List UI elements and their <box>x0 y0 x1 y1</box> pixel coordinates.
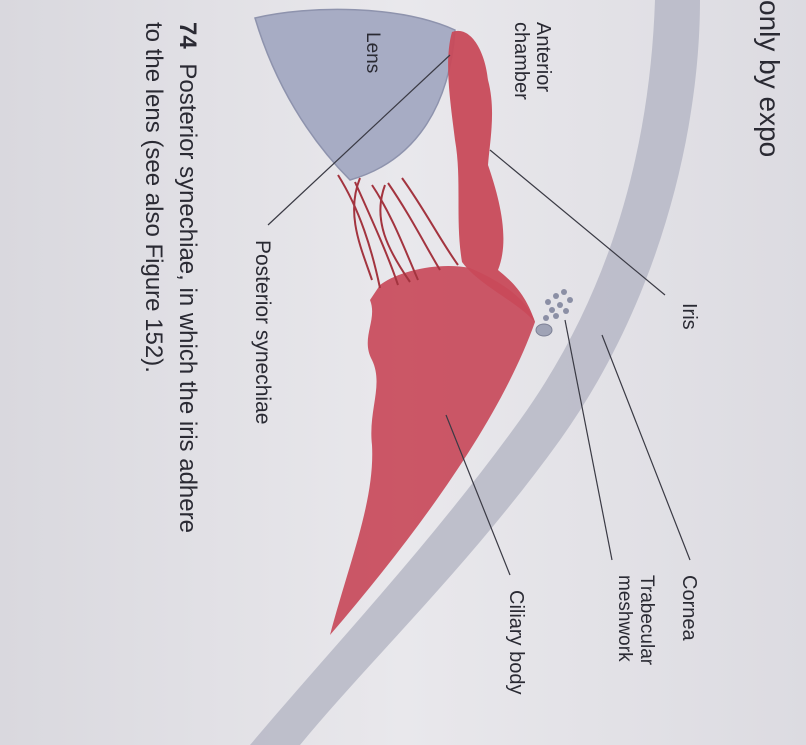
label-iris: Iris <box>678 303 700 330</box>
figure-caption-line2: to the lens (see also Figure 152). <box>140 22 167 373</box>
trabecular-meshwork-dots <box>543 289 573 321</box>
iris-shape <box>448 30 535 322</box>
label-cornea: Cornea <box>678 575 700 641</box>
synechiae-strands <box>337 174 459 289</box>
label-ciliary-body: Ciliary body <box>505 590 527 694</box>
label-anterior-chamber: Anterior chamber <box>510 22 554 100</box>
schlemm-canal <box>535 323 553 337</box>
label-lens: Lens <box>362 32 383 73</box>
label-trabecular-meshwork: Trabecular meshwork <box>614 575 657 670</box>
cornea-shape <box>250 0 700 745</box>
figure-caption: 74 Posterior synechiae, in which the iri… <box>174 22 201 533</box>
label-posterior-synechiae: Posterior synechiae <box>251 240 274 424</box>
leader-lines <box>267 54 691 576</box>
ciliary-body-shape <box>330 265 535 635</box>
top-text-fragment: only by expo <box>754 0 785 157</box>
lens-shape <box>254 8 456 181</box>
